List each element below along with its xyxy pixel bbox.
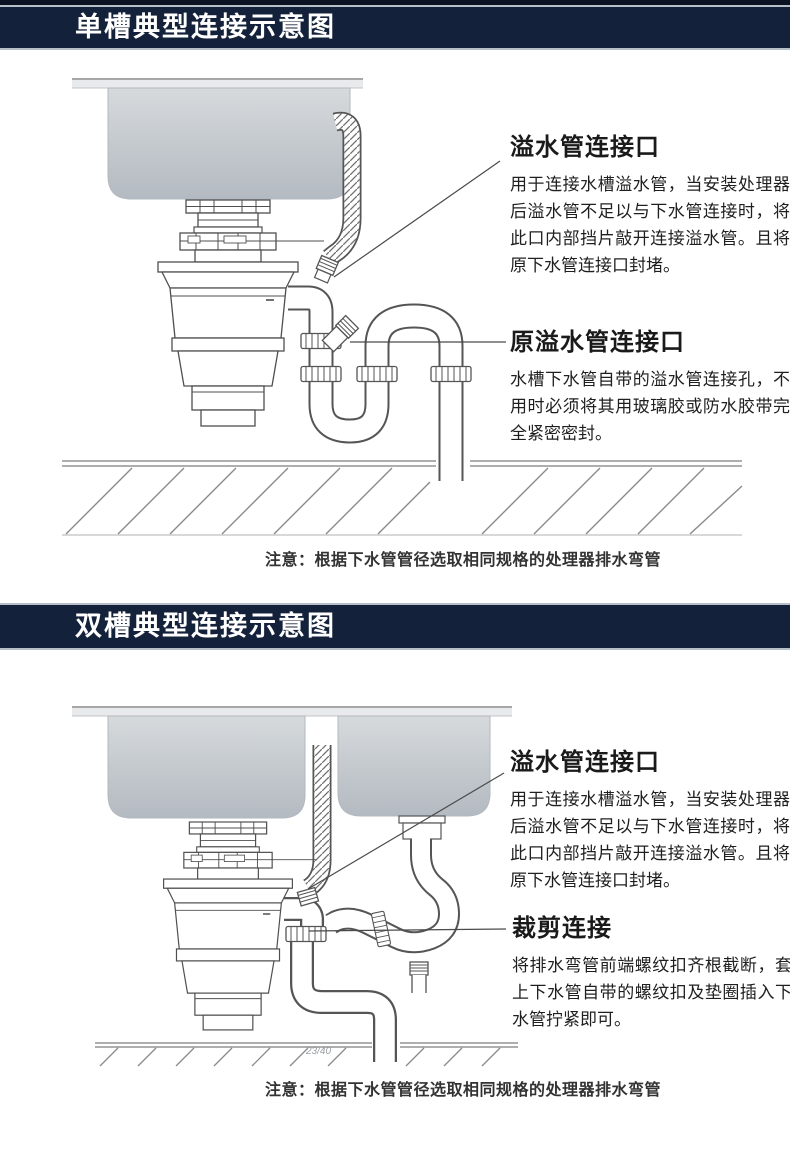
annotation-title: 溢水管连接口 [510,134,660,161]
annotation-title: 溢水管连接口 [510,749,660,776]
annotation-original-overflow-port: 原溢水管连接口 水槽下水管自带的溢水管连接孔，不用时必须将其用玻璃胶或防水胶带完… [510,328,790,447]
slip-nut [370,910,392,948]
right-basin-drain-fitting [398,815,446,840]
page-top-strip [0,0,790,5]
annotation-body: 用于连接水槽溢水管，当安装处理器后溢水管不足以与下水管连接时，将此口内部挡片敲开… [510,790,790,890]
leader-line-overflow-port [333,160,501,278]
annotation-body: 水槽下水管自带的溢水管连接孔，不用时必须将其用玻璃胶或防水胶带完全紧密密封。 [510,370,790,443]
leader-line-overflow-port-2 [307,772,505,890]
annotation-cut-connection: 裁剪连接 将排水弯管前端螺纹扣齐根截断，套上下水管自带的螺纹扣及垫圈插入下水管拧… [512,914,790,1033]
disposer-unit-single [157,199,325,427]
sink-basin-right [337,715,491,817]
disposer-drain-pipe [284,897,397,1063]
floor-hatch-double [95,1042,518,1067]
overflow-hose-double [296,745,332,907]
slip-nut [430,365,472,383]
sink-basin-left [107,715,306,819]
annotation-body: 用于连接水槽溢水管，当安装处理器后溢水管不足以与下水管连接时，将此口内部挡片敲开… [510,175,790,275]
note-single: 注意：根据下水管管径选取相同规格的处理器排水弯管 [265,552,662,569]
overflow-hose-fitting [313,254,339,284]
countertop-double [72,706,512,717]
slip-nut [356,365,398,383]
annotation-body: 将排水弯管前端螺纹扣齐根截断，套上下水管自带的螺纹扣及垫圈插入下水管拧紧即可。 [512,956,790,1029]
double-sink-drawing [72,706,518,1067]
leader-line-cut-connection [308,928,507,932]
overflow-hose-single [313,111,362,284]
original-overflow-port [321,314,360,353]
section-title-double: 双槽典型连接示意图 [75,611,336,641]
floor-hatch-single [62,460,743,536]
right-drain-pipe [325,838,460,954]
threaded-drain-stub [409,961,429,993]
annotation-overflow-port: 溢水管连接口 用于连接水槽溢水管，当安装处理器后溢水管不足以与下水管连接时，将此… [510,133,790,279]
page-watermark: 23/40 [306,1046,332,1057]
section-header-single: 单槽典型连接示意图 [0,5,790,50]
annotation-title: 原溢水管连接口 [510,329,685,356]
section-header-double: 双槽典型连接示意图 [0,603,790,650]
note-double: 注意：根据下水管管径选取相同规格的处理器排水弯管 [265,1082,662,1099]
section-title-single: 单槽典型连接示意图 [75,12,336,42]
drain-trap-pipe [288,285,464,482]
countertop-single [72,78,363,89]
sink-basin-single [107,87,351,200]
slip-nut [300,365,342,383]
cut-connection-nut [285,925,327,943]
annotation-overflow-port-2: 溢水管连接口 用于连接水槽溢水管，当安装处理器后溢水管不足以与下水管连接时，将此… [510,748,790,894]
annotation-title: 裁剪连接 [512,915,612,942]
single-sink-drawing [62,78,743,536]
